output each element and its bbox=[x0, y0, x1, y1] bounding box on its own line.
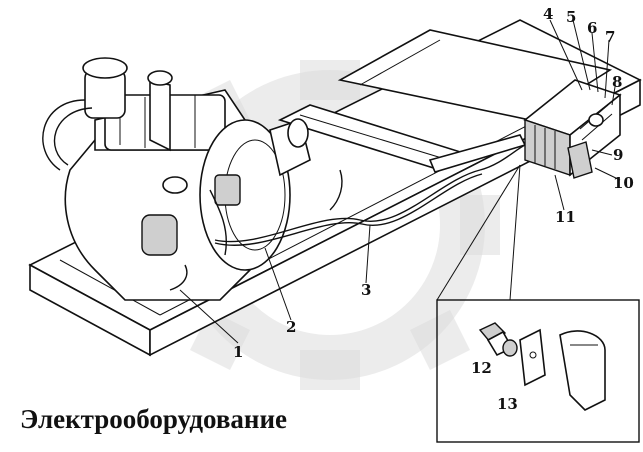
detail-inset bbox=[436, 164, 640, 443]
callout-12: 12 bbox=[471, 359, 492, 377]
deck-plate bbox=[337, 29, 613, 121]
washer-detail bbox=[502, 339, 518, 357]
leader-lines bbox=[179, 19, 621, 344]
battery-box bbox=[523, 79, 622, 179]
callout-4: 4 bbox=[543, 5, 553, 23]
callout-3: 3 bbox=[361, 281, 371, 299]
callout-7: 7 bbox=[605, 28, 615, 46]
callout-11: 11 bbox=[555, 208, 576, 226]
callout-8: 8 bbox=[612, 73, 622, 91]
diagram-title: Электрооборудование bbox=[20, 404, 287, 434]
shaft-channel bbox=[277, 104, 527, 173]
callout-9: 9 bbox=[613, 146, 623, 164]
callout-5: 5 bbox=[566, 8, 576, 26]
engine bbox=[42, 57, 311, 301]
callout-2: 2 bbox=[286, 318, 296, 336]
clamp-bracket-detail bbox=[559, 330, 606, 411]
callout-13: 13 bbox=[497, 395, 518, 413]
callout-10: 10 bbox=[613, 174, 634, 192]
callout-6: 6 bbox=[587, 19, 597, 37]
callout-labels: 1 2 3 4 5 6 7 8 9 10 11 12 13 bbox=[233, 5, 634, 413]
callout-1: 1 bbox=[233, 343, 243, 361]
wiring-harness bbox=[169, 144, 526, 291]
